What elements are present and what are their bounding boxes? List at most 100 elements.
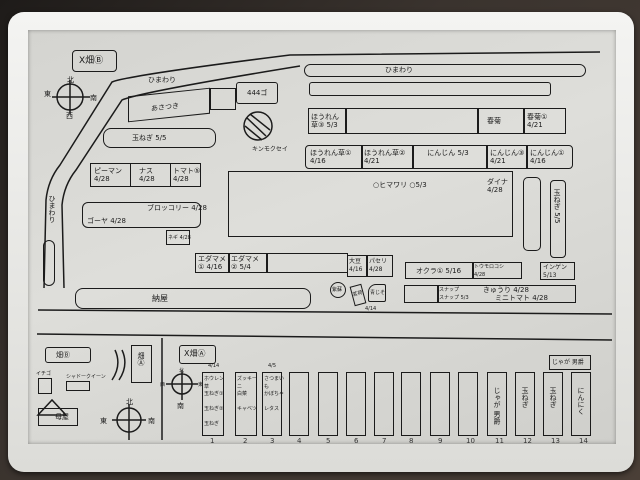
bed-label: トマト⑤ 4/28 — [173, 167, 201, 183]
bed-label: 玉ねぎ 5/5 — [553, 189, 561, 224]
bed-label: レタス — [264, 406, 280, 412]
field-a-marker: 畑Ⓐ — [131, 345, 152, 383]
compass-north: 北 — [126, 398, 133, 406]
bed-9 — [430, 372, 450, 436]
bed-number: 10 — [466, 437, 475, 445]
bed-gobo: 444ゴ — [236, 82, 278, 104]
bed-label: 444ゴ — [247, 89, 268, 97]
bed-6 — [346, 372, 366, 436]
bed-label: かぼちゃ — [264, 391, 285, 397]
path-outer-line — [43, 51, 601, 289]
bed-sunflower: ○ヒマワリ ○5/3 ダイナ 4/28 — [228, 171, 513, 237]
bed-label: ホウレン草 — [204, 376, 225, 390]
bed-row-cucumber: スナップ スナップ 5/3 きゅうり 4/28 ミニトマト 4/28 — [404, 285, 576, 303]
bed-label: ネギ 4/28 — [168, 235, 191, 241]
bed-8 — [401, 372, 421, 436]
field-a-title: X畑Ⓐ — [184, 349, 206, 358]
bed-label: パセリ 4/28 — [369, 258, 388, 273]
river-lines — [111, 349, 126, 381]
bed-onion-2: 玉ねぎ 5/5 — [550, 180, 566, 258]
bed-4 — [289, 372, 309, 436]
bed-2: ズッキーニ白菜キャベツ — [235, 372, 257, 436]
bed-label: 大豆 4/16 — [349, 258, 363, 273]
bed-label: スナップ 5/3 — [439, 295, 469, 301]
bed-label: ピーマン 4/28 — [94, 167, 122, 183]
shed: 納屋 — [75, 288, 311, 309]
bed-nasu: ナス 4/28 — [130, 163, 171, 187]
sunflower-strip: ひまわり — [304, 64, 586, 77]
divider-line-1 — [37, 309, 613, 315]
path-label-top: ひまわり — [148, 76, 176, 84]
bed-label: にんじん 5/3 — [427, 149, 469, 157]
bed-label: キャベツ — [237, 406, 258, 412]
field-b-marker-label: 畑Ⓑ — [56, 351, 70, 359]
bed-10 — [458, 372, 478, 436]
bed-row-carrot: ほうれん草① 4/16 ほうれん草② 4/21 にんじん 5/3 にんじん③ 4… — [305, 145, 573, 169]
bed-label: トウモロコシ 4/28 — [474, 264, 505, 278]
bed-label: 玉ねぎ — [204, 421, 220, 427]
compass-east: 東 — [44, 90, 51, 98]
osmanthus-tree — [243, 111, 273, 141]
compass-north: 北 — [67, 76, 74, 84]
field-b-marker: 畑Ⓑ — [45, 347, 91, 363]
field-a-title-box: X畑Ⓐ — [179, 345, 216, 364]
potato-label: じゃが 男爵 — [552, 359, 584, 366]
bed-broccoli-goya: ブロッコリー 4/28 ゴーヤ 4/28 — [82, 202, 207, 228]
bed-empty — [210, 88, 236, 110]
bed-label: 玉ねぎ — [549, 387, 557, 408]
bed-row-edamame: エダマメ① 4/16 エダマメ② 5/4 — [195, 253, 348, 273]
bed-label: にんにく — [577, 387, 585, 415]
compass-south: 南 — [90, 94, 97, 102]
bed-label: にんじん③ 4/21 — [490, 149, 525, 165]
strawberry-bed — [38, 378, 52, 394]
bed-ingen: インゲン 5/13 — [540, 262, 575, 280]
bed-label: ○ヒマワリ ○5/3 — [373, 181, 427, 189]
compass-south: 南 — [148, 417, 155, 425]
bed-number: 5 — [326, 437, 331, 445]
bed-daizu: 大豆 4/16 — [347, 255, 367, 277]
house-roof — [36, 398, 68, 416]
bed-row-spinach: ほうれん草③ 5/3 春菊 春菊① 4/21 — [308, 108, 566, 134]
bed-parsley: パセリ 4/28 — [367, 255, 393, 277]
bed-number: 3 — [270, 437, 275, 445]
compass-north: 北 — [179, 368, 185, 374]
bed-label: あさつき — [151, 101, 179, 113]
bed-label: さつまいも — [264, 376, 285, 390]
bed-label: 玉ねぎ① — [204, 391, 224, 397]
bed-onion-1: 玉ねぎ 5/5 — [103, 128, 216, 148]
strawberry-label: イチゴ — [36, 371, 52, 377]
herb-pot-3: 青じそ — [368, 284, 386, 302]
bed-number: 2 — [243, 437, 248, 445]
bed-label: ミニトマト 4/28 — [495, 294, 548, 302]
bed-label: 玉ねぎ 5/5 — [132, 134, 167, 142]
bed-label: にんじん① 4/16 — [530, 149, 565, 165]
bed-label: ズッキーニ — [237, 376, 258, 390]
bed-row-okra: オクラ① 5/16 トウモロコシ 4/28 — [405, 262, 522, 279]
herb-date: 4/14 — [365, 306, 377, 312]
bed-label: 紫蘇 — [332, 287, 343, 293]
bed-label: エダマメ① 4/16 — [198, 255, 226, 271]
main-house: 母屋 — [38, 408, 78, 426]
bed-label: じゃが 男爵 — [493, 387, 501, 425]
path-inner-line — [61, 65, 301, 289]
field-a-marker-label: 畑Ⓐ — [137, 352, 145, 366]
path-end — [43, 240, 55, 286]
bed-label: 茗荷 — [352, 289, 364, 299]
bed-label: 玉ねぎ — [521, 387, 529, 408]
bed-label: 白菜 — [237, 391, 248, 397]
bed-number: 8 — [409, 437, 414, 445]
bed-piman: ピーマン 4/28 — [90, 163, 131, 187]
bed-label: 青じそ — [370, 290, 386, 296]
divider-line-2 — [36, 333, 613, 341]
compass-east: 東 — [198, 382, 204, 388]
bed-number: 14 — [579, 437, 588, 445]
bed-small: ネギ 4/28 — [166, 230, 191, 245]
potato-label-box: じゃが 男爵 — [549, 355, 591, 370]
compass-east: 東 — [100, 417, 107, 425]
shadow-queen-bed — [66, 381, 90, 391]
bed-label: ほうれん草③ 5/3 — [311, 113, 339, 129]
bed-label: ゴーヤ 4/28 — [87, 217, 126, 225]
path-label-side: ひまわり — [48, 195, 56, 223]
